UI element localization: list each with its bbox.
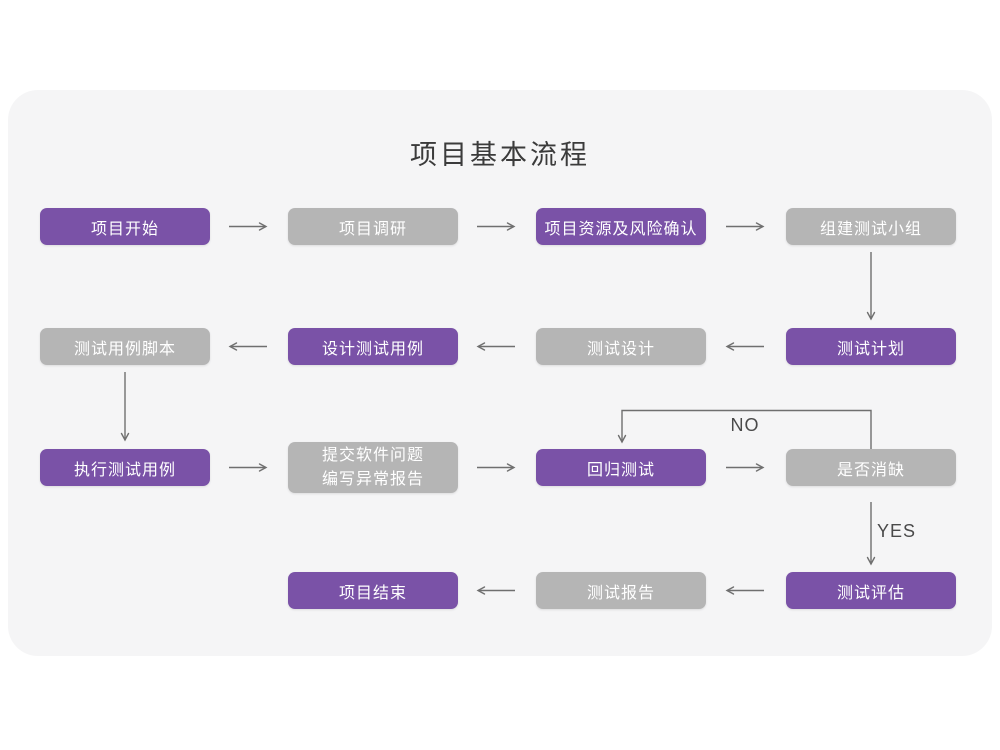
node-project-research: 项目调研 [288, 208, 458, 245]
node-resource-risk-confirm: 项目资源及风险确认 [536, 208, 706, 245]
page-title: 项目基本流程 [410, 140, 590, 170]
node-test-report: 测试报告 [536, 572, 706, 609]
node-build-test-team: 组建测试小组 [786, 208, 956, 245]
node-execute-test-cases: 执行测试用例 [40, 449, 210, 486]
node-test-design: 测试设计 [536, 328, 706, 365]
node-test-evaluation: 测试评估 [786, 572, 956, 609]
yes-label: YES [877, 521, 917, 541]
node-project-start: 项目开始 [40, 208, 210, 245]
node-test-case-script: 测试用例脚本 [40, 328, 210, 365]
node-test-plan: 测试计划 [786, 328, 956, 365]
node-submit-issues-report: 提交软件问题 编写异常报告 [288, 442, 458, 493]
node-regression-test: 回归测试 [536, 449, 706, 486]
no-label: NO [730, 415, 760, 435]
node-defect-resolved: 是否消缺 [786, 449, 956, 486]
node-project-end: 项目结束 [288, 572, 458, 609]
node-design-test-cases: 设计测试用例 [288, 328, 458, 365]
flowchart-card [8, 90, 992, 656]
